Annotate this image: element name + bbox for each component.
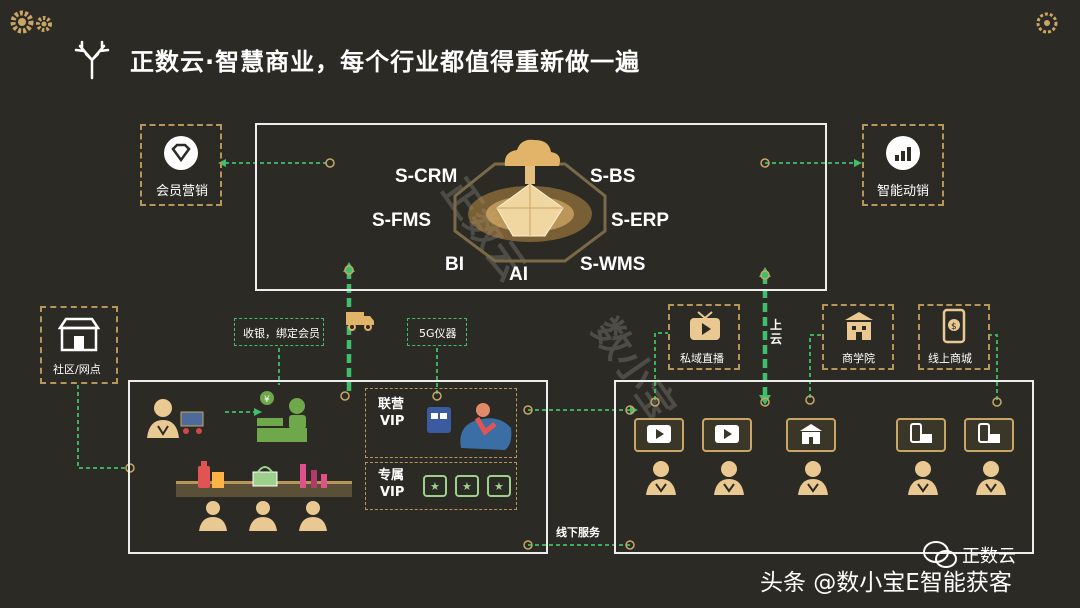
shopper-cart-icon (147, 399, 204, 438)
business-school-node (822, 304, 894, 370)
user-icon-5 (976, 461, 1006, 495)
star-badge-icons: ★ ★ ★ (423, 475, 511, 497)
live-screen-icon-2 (702, 418, 752, 452)
exclusive-vip-label-2: VIP (380, 485, 405, 500)
offline-store-panel (128, 380, 548, 554)
gift-basket-icon (252, 466, 278, 487)
user-icon-3 (798, 461, 828, 495)
private-live-label: 私域直播 (680, 352, 724, 365)
community-label: 社区/网点 (53, 363, 101, 376)
user-icon-2 (714, 461, 744, 495)
diamond-icon (164, 136, 198, 170)
smart-sales-label: 智能动销 (877, 184, 930, 199)
svg-text:★: ★ (430, 480, 440, 493)
joint-vip-label-1: 联营 (378, 397, 405, 412)
online-mall-node (918, 304, 990, 370)
customer-icon-1 (199, 501, 227, 531)
wechat-icon (923, 541, 957, 568)
member-marketing-label: 会员营销 (156, 184, 209, 199)
cashier-label-box (234, 318, 324, 346)
page-title: 正数云·智慧商业，每个行业都值得重新做一遍 (130, 48, 641, 76)
user-icon-1 (646, 461, 676, 495)
cashier-counter-icon: ¥ (257, 391, 307, 442)
cloud-up-label: 上云 (770, 318, 783, 346)
footer-brand: 正数云 (962, 546, 1016, 567)
tv-live-icon (690, 311, 720, 340)
svg-text:★: ★ (462, 480, 472, 493)
svg-text:¥: ¥ (264, 395, 270, 405)
module-s-erp: S-ERP (611, 210, 670, 231)
online-channel-panel (614, 380, 1034, 554)
online-mall-label: 线上商城 (928, 352, 972, 365)
cosmetics-icon (300, 464, 327, 488)
smart-sales-node (862, 124, 944, 206)
play-icon-2 (715, 425, 739, 443)
community-node (40, 306, 118, 384)
cloud-platform-icon (453, 139, 607, 263)
module-bi: BI (445, 254, 464, 275)
mobile-shop-icon: $ (942, 308, 966, 344)
drink-bottle-icon (198, 461, 224, 488)
play-icon-1 (647, 425, 671, 443)
joint-vip-label-2: VIP (380, 414, 405, 429)
device-label-box (407, 318, 467, 346)
module-s-bs: S-BS (590, 166, 636, 187)
business-school-label: 商学院 (842, 352, 875, 365)
module-s-crm: S-CRM (395, 166, 458, 187)
offline-service-label: 线下服务 (556, 526, 600, 539)
gear-icon-right (1036, 12, 1058, 34)
school-building-icon (845, 312, 873, 340)
massage-chair-icon (460, 403, 512, 450)
storefront-icon (58, 317, 100, 352)
user-icon-4 (908, 461, 938, 495)
exclusive-vip-zone (365, 462, 517, 510)
device-label: 5G仪器 (419, 327, 457, 340)
footer-credit: 头条 @数小宝E智能获客 (760, 570, 1012, 596)
module-s-wms: S-WMS (580, 254, 646, 275)
basket-mini-icon-2 (978, 423, 1000, 443)
module-ai: AI (509, 264, 528, 285)
member-marketing-node (140, 124, 222, 206)
svg-text:★: ★ (494, 480, 504, 493)
customer-icon-3 (299, 501, 327, 531)
gear-icon (10, 10, 52, 34)
private-live-node (668, 304, 740, 370)
customer-icon-2 (249, 501, 277, 531)
cashier-label: 收银，绑定会员 (243, 327, 320, 340)
svg-text:$: $ (951, 322, 957, 332)
joint-vip-zone (365, 388, 517, 458)
exclusive-vip-label-1: 专属 (378, 468, 405, 483)
antler-logo-icon (74, 40, 110, 80)
vr-device-icon (427, 407, 451, 433)
basket-mini-icon-1 (910, 423, 932, 443)
module-s-fms: S-FMS (372, 210, 432, 231)
delivery-truck-icon (346, 312, 374, 331)
bar-chart-icon (886, 136, 920, 170)
school-mini-icon (800, 424, 822, 444)
central-platform-box (255, 123, 827, 291)
